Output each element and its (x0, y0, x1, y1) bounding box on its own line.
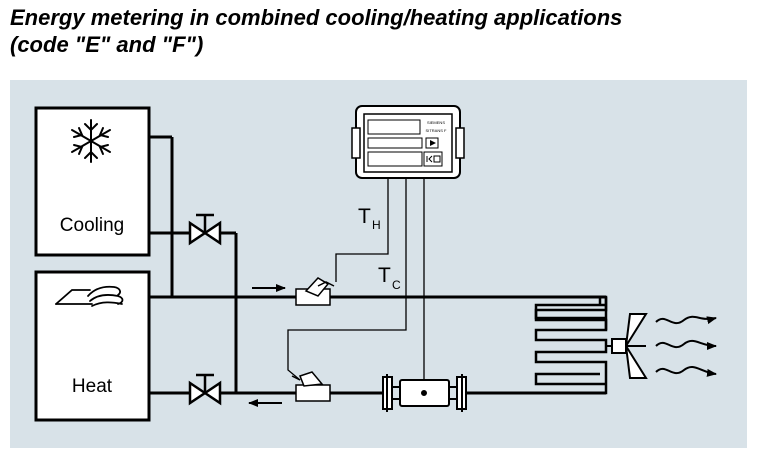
meter-model-label: SITRANS F (426, 128, 447, 133)
svg-text:C: C (392, 278, 401, 292)
play-icon (430, 140, 436, 146)
svg-text:H: H (372, 218, 381, 232)
heat-unit: Heat (34, 270, 151, 422)
fan-icon (606, 313, 648, 379)
valve-icon (188, 373, 222, 406)
heat-label: Heat (72, 376, 113, 397)
energy-calculator-unit: SIEMENS SITRANS F (351, 105, 465, 179)
radiator-coil-inner (534, 297, 608, 330)
page-title: Energy metering in combined cooling/heat… (10, 4, 622, 58)
snowflake-icon (71, 119, 111, 163)
sensor-label-hot: T H (358, 205, 381, 232)
sensor-label-cold: T C (378, 264, 401, 292)
title-line-2: (code "E" and "F") (10, 32, 204, 57)
boiler-flame-icon (55, 285, 124, 307)
signal-wires (287, 178, 425, 382)
flow-meter-body (382, 374, 467, 412)
hot-sensor-pocket (295, 277, 335, 306)
cooling-label: Cooling (60, 215, 124, 236)
valve-icon (188, 213, 222, 246)
meter-brand-label: SIEMENS (427, 120, 445, 125)
skip-icon (426, 155, 441, 163)
cold-sensor-pocket (291, 371, 331, 402)
title-line-1: Energy metering in combined cooling/heat… (10, 5, 623, 30)
svg-text:T: T (378, 264, 391, 287)
svg-text:T: T (358, 205, 371, 228)
airflow-arrows (655, 315, 717, 377)
cooling-unit: Cooling (34, 106, 151, 257)
